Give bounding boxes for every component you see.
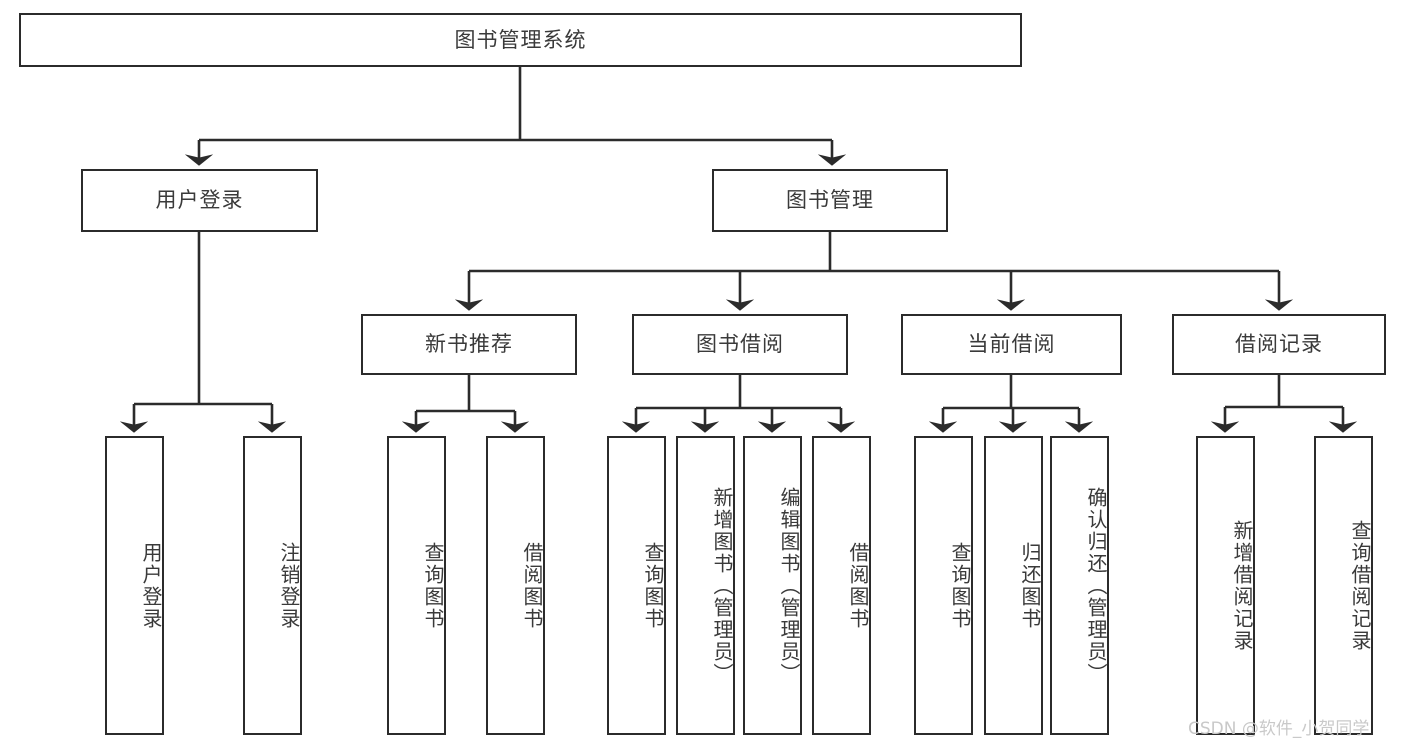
node-leaf-user-login-label: 用户登录 <box>139 541 163 630</box>
node-leaf-borrow-edit-book-label: 编辑图书（管理员） <box>777 486 801 685</box>
node-leaf-rec-borrow-book-label: 借阅图书 <box>520 541 544 630</box>
node-leaf-rec-query-book-label: 查询图书 <box>421 541 445 630</box>
node-leaf-borrow-borrow-book[interactable]: 借阅图书 <box>812 436 871 735</box>
node-leaf-cur-confirm-return[interactable]: 确认归还（管理员） <box>1050 436 1109 735</box>
node-leaf-borrow-query-book-label: 查询图书 <box>641 541 665 630</box>
node-leaf-rec-add-record[interactable]: 新增借阅记录 <box>1196 436 1255 735</box>
node-leaf-rec-query-record[interactable]: 查询借阅记录 <box>1314 436 1373 735</box>
node-book-borrow[interactable]: 图书借阅 <box>632 314 848 375</box>
node-current-borrow-label: 当前借阅 <box>967 332 1056 357</box>
node-user-login[interactable]: 用户登录 <box>81 169 318 232</box>
node-leaf-rec-query-book[interactable]: 查询图书 <box>387 436 446 735</box>
node-user-login-label: 用户登录 <box>155 188 244 213</box>
node-leaf-cur-query-book[interactable]: 查询图书 <box>914 436 973 735</box>
node-borrow-records[interactable]: 借阅记录 <box>1172 314 1386 375</box>
node-book-management-label: 图书管理 <box>786 188 874 213</box>
node-borrow-records-label: 借阅记录 <box>1235 332 1323 357</box>
node-book-borrow-label: 图书借阅 <box>696 332 784 357</box>
node-book-management[interactable]: 图书管理 <box>712 169 948 232</box>
node-leaf-rec-borrow-book[interactable]: 借阅图书 <box>486 436 545 735</box>
node-leaf-user-login[interactable]: 用户登录 <box>105 436 164 735</box>
node-leaf-cur-return-book[interactable]: 归还图书 <box>984 436 1043 735</box>
node-leaf-borrow-add-book[interactable]: 新增图书（管理员） <box>676 436 735 735</box>
node-leaf-cur-query-book-label: 查询图书 <box>948 541 972 630</box>
node-leaf-rec-query-record-label: 查询借阅记录 <box>1348 519 1372 652</box>
node-root[interactable]: 图书管理系统 <box>19 13 1022 67</box>
csdn-watermark: CSDN @软件_小贺同学 <box>1188 719 1370 739</box>
node-leaf-borrow-edit-book[interactable]: 编辑图书（管理员） <box>743 436 802 735</box>
node-current-borrow[interactable]: 当前借阅 <box>901 314 1122 375</box>
node-leaf-borrow-query-book[interactable]: 查询图书 <box>607 436 666 735</box>
node-leaf-rec-add-record-label: 新增借阅记录 <box>1230 519 1254 652</box>
node-leaf-cur-return-book-label: 归还图书 <box>1018 541 1042 630</box>
node-leaf-borrow-add-book-label: 新增图书（管理员） <box>710 486 734 685</box>
node-new-book-recommend[interactable]: 新书推荐 <box>361 314 577 375</box>
node-leaf-cur-confirm-return-label: 确认归还（管理员） <box>1084 486 1108 685</box>
node-new-book-recommend-label: 新书推荐 <box>425 332 513 357</box>
node-leaf-user-logout-label: 注销登录 <box>277 541 301 630</box>
node-root-label: 图书管理系统 <box>454 27 587 52</box>
node-leaf-user-logout[interactable]: 注销登录 <box>243 436 302 735</box>
node-leaf-borrow-borrow-book-label: 借阅图书 <box>846 541 870 630</box>
